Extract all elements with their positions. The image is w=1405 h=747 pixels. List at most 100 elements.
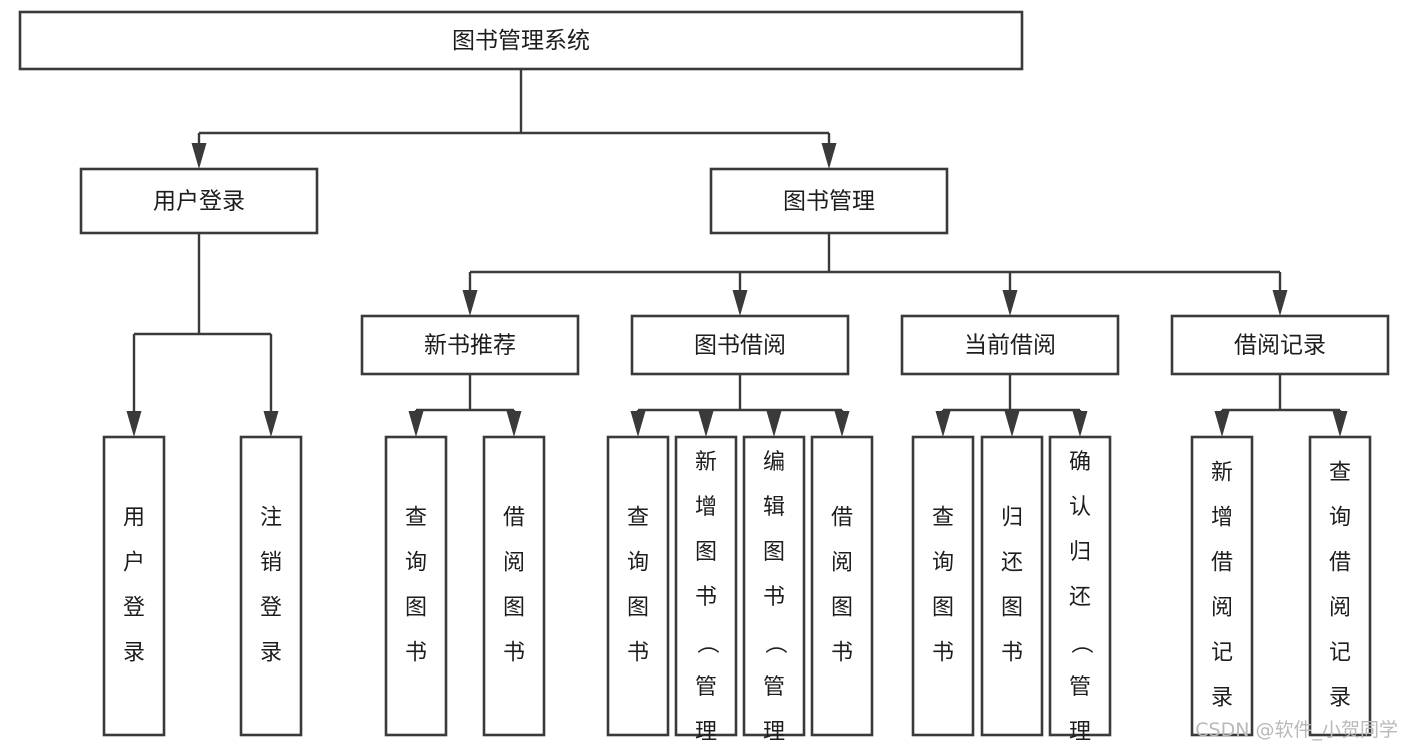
connector-book-borrow-to-leaves [630, 374, 850, 437]
node-label-char: 理 [695, 720, 717, 745]
connector-layer [126, 69, 1348, 437]
csdn-watermark: CSDN @软件_小贺同学 [1195, 719, 1398, 741]
node-label-char: 书 [1001, 641, 1023, 666]
node-label-char: 查 [405, 506, 427, 531]
connector-arrowhead [821, 143, 837, 169]
node-borrow-record[interactable]: 借阅记录 [1170, 314, 1390, 376]
node-box[interactable] [742, 435, 806, 737]
node-label: 借阅记录 [1234, 333, 1326, 359]
node-label-char: 阅 [503, 551, 525, 576]
node-box[interactable] [102, 435, 166, 737]
node-label-char: 询 [405, 551, 427, 576]
node-label-char: 录 [260, 641, 282, 666]
node-box[interactable] [1190, 435, 1254, 737]
node-label-char: 书 [627, 641, 649, 666]
node-box[interactable] [1170, 314, 1390, 376]
node-label: 图书管理系统 [452, 28, 590, 54]
node-box[interactable] [911, 435, 975, 737]
node-label-char: 还 [1001, 551, 1023, 576]
node-label-char: 归 [1001, 506, 1023, 531]
node-label-char: 借 [831, 506, 853, 531]
node-label-char: 询 [932, 551, 954, 576]
node-label-char: 还 [1069, 585, 1091, 610]
node-current-borrow[interactable]: 当前借阅 [900, 314, 1120, 376]
node-label-char: 查 [1329, 461, 1351, 486]
node-box[interactable] [239, 435, 303, 737]
node-label-char: 借 [503, 506, 525, 531]
node-label-char: 管 [1069, 675, 1091, 700]
node-root[interactable]: 图书管理系统 [18, 10, 1024, 71]
connector-arrowhead [630, 411, 646, 437]
node-label-char: 图 [405, 596, 427, 621]
node-box[interactable] [709, 167, 949, 235]
node-label-char: 书 [932, 641, 954, 666]
node-label-char: （ [1068, 632, 1093, 654]
node-box[interactable] [674, 435, 738, 737]
node-box[interactable] [606, 435, 670, 737]
node-user-login[interactable]: 用户登录 [79, 167, 319, 235]
connector-borrow-record-to-leaves [1214, 374, 1348, 437]
connector-new-book-rec-to-leaves [408, 374, 522, 437]
node-leaf-user-login[interactable]: 用户登录 [102, 435, 166, 737]
node-label-char: 户 [123, 551, 145, 576]
node-label-char: 图 [627, 596, 649, 621]
node-label: 新书推荐 [424, 333, 516, 359]
node-label-char: （ [762, 632, 787, 654]
node-label-char: 辑 [763, 495, 785, 520]
node-box[interactable] [810, 435, 874, 737]
node-label-char: 录 [1211, 686, 1233, 711]
connector-arrowhead [698, 411, 714, 437]
node-label: 图书管理 [783, 189, 875, 215]
connector-user-login-to-leaves [126, 233, 279, 437]
node-box[interactable] [1308, 435, 1372, 737]
node-box[interactable] [630, 314, 850, 376]
node-book-borrow[interactable]: 图书借阅 [630, 314, 850, 376]
node-box[interactable] [900, 314, 1120, 376]
node-box[interactable] [980, 435, 1044, 737]
node-box[interactable] [384, 435, 448, 737]
node-label-char: 阅 [1211, 596, 1233, 621]
node-label-char: 录 [1329, 686, 1351, 711]
node-label-char: 理 [763, 720, 785, 745]
node-box[interactable] [360, 314, 580, 376]
node-label: 当前借阅 [964, 333, 1056, 359]
connector-arrowhead [191, 143, 207, 169]
connector-arrowhead [1332, 411, 1348, 437]
node-label-char: 图 [831, 596, 853, 621]
node-label: 图书借阅 [694, 333, 786, 359]
node-label-char: 阅 [831, 551, 853, 576]
node-new-book-rec[interactable]: 新书推荐 [360, 314, 580, 376]
node-label-char: 新 [695, 450, 717, 475]
node-label-char: 增 [1211, 506, 1233, 531]
node-book-manage[interactable]: 图书管理 [709, 167, 949, 235]
node-label-char: 登 [123, 596, 145, 621]
node-label-char: 询 [1329, 506, 1351, 531]
node-label-char: 阅 [1329, 596, 1351, 621]
connector-arrowhead [1002, 290, 1018, 316]
connector-arrowhead [732, 290, 748, 316]
node-box[interactable] [18, 10, 1024, 71]
connector-arrowhead [1214, 411, 1230, 437]
node-label-char: 增 [695, 495, 717, 520]
node-label-char: 图 [932, 596, 954, 621]
connector-arrowhead [506, 411, 522, 437]
connector-arrowhead [1004, 411, 1020, 437]
node-box[interactable] [79, 167, 319, 235]
connector-arrowhead [263, 411, 279, 437]
node-box[interactable] [1048, 435, 1112, 737]
node-label-char: 书 [831, 641, 853, 666]
node-box[interactable] [482, 435, 546, 737]
